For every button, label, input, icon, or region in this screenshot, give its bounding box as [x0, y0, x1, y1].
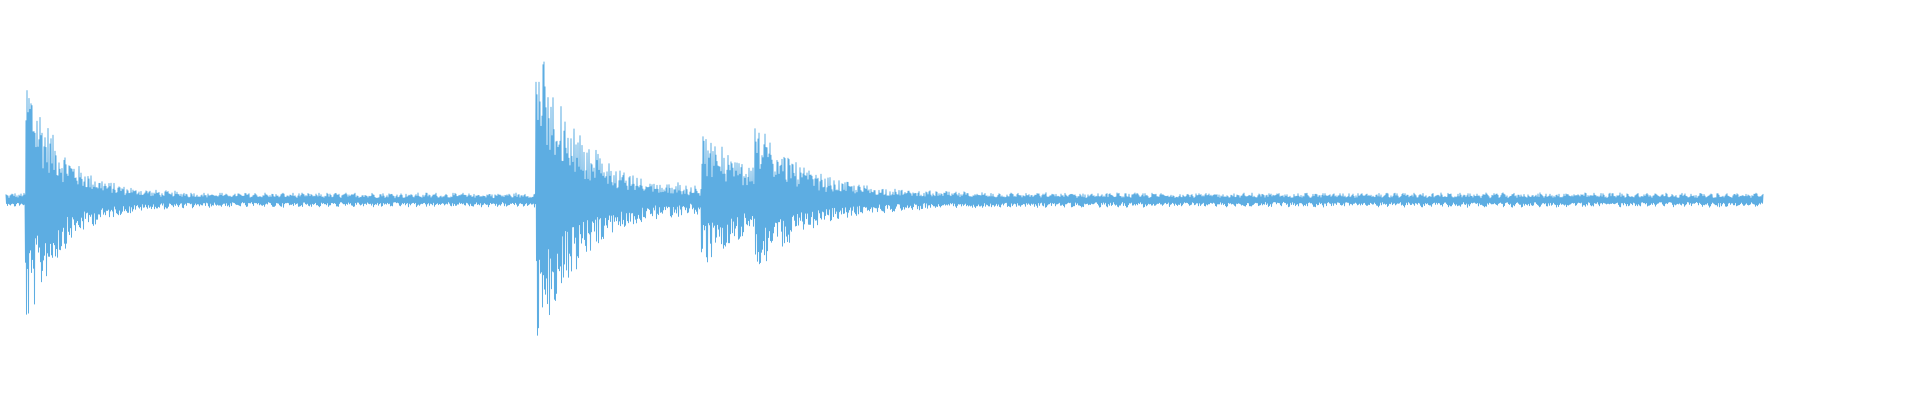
waveform-trace: [5, 61, 1764, 336]
